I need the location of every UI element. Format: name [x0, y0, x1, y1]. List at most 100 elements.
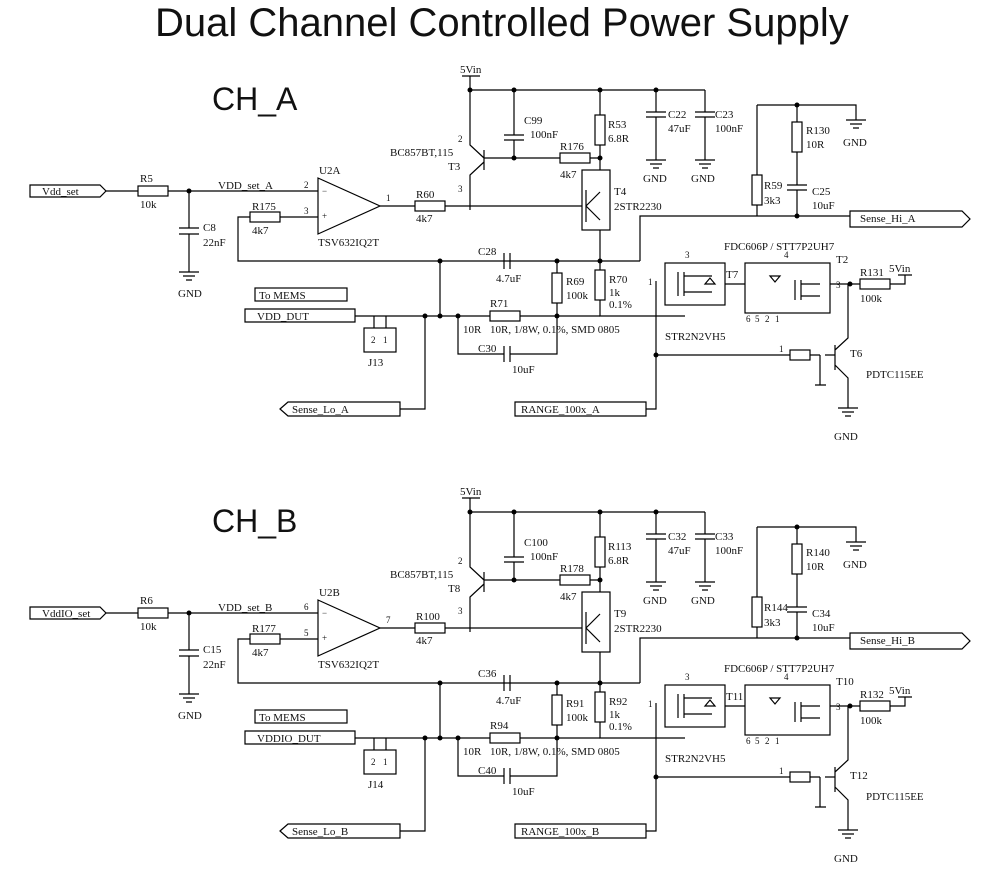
svg-text:6: 6 — [746, 314, 751, 324]
pin-out: 1 — [386, 193, 391, 203]
c-bulk-val: 47uF — [668, 123, 691, 135]
c-fb-ref: C36 — [478, 668, 497, 680]
c-fb-val: 4.7uF — [496, 273, 521, 285]
r-base-val: 4k7 — [416, 635, 433, 647]
r69-val: 100k — [566, 290, 589, 302]
resistor-r69 — [551, 694, 563, 726]
port-sense-lo — [279, 823, 401, 839]
c-bulk-val: 47uF — [668, 545, 691, 557]
resistor-r5 — [137, 607, 169, 619]
r-pnp-ref: R176 — [560, 141, 584, 153]
svg-text:3: 3 — [458, 184, 463, 194]
resistor-r70 — [594, 691, 606, 723]
gnd-label: GND — [834, 853, 858, 865]
r-base-ref: R100 — [416, 611, 440, 623]
port-in-label: VddIO_set — [42, 608, 90, 620]
svg-text:5: 5 — [755, 314, 760, 324]
channel-name: CH_A — [212, 81, 298, 117]
port-vdd-set — [29, 184, 107, 198]
port-lo-label: Sense_Lo_A — [292, 404, 349, 416]
svg-text:2: 2 — [765, 736, 770, 746]
pnp-part: BC857BT,115 — [390, 147, 454, 159]
svg-text:3: 3 — [685, 250, 690, 260]
transistor-t4 — [581, 591, 611, 653]
r-base-ref: R60 — [416, 189, 435, 201]
mos-p-part: FDC606P / STT7P2UH7 — [724, 663, 835, 675]
resistor-r176 — [559, 152, 591, 164]
mosfet-t7 — [664, 262, 726, 306]
gnd-label: GND — [643, 595, 667, 607]
pass-ref: T9 — [614, 608, 627, 620]
r-fb-val: 4k7 — [252, 225, 269, 237]
c-in-val: 22nF — [203, 659, 226, 671]
svg-text:1: 1 — [775, 736, 780, 746]
svg-text:5: 5 — [755, 736, 760, 746]
resistor-r53 — [594, 536, 606, 568]
pin-neg: 6 — [304, 602, 309, 612]
resistor-r130 — [791, 121, 803, 153]
r-series-val: 10R — [463, 746, 482, 758]
r-series-val: 10R — [463, 324, 482, 336]
channel-name: CH_B — [212, 503, 297, 539]
r-pnp-ref: R178 — [560, 563, 584, 575]
ctrl-ref: T12 — [850, 770, 868, 782]
svg-text:−: − — [322, 608, 327, 618]
transistor-t4 — [581, 169, 611, 231]
svg-text:+: + — [322, 211, 327, 221]
ctrl-part: PDTC115EE — [866, 791, 924, 803]
opamp-u2a — [317, 177, 382, 235]
resistor-r71 — [489, 732, 521, 744]
port-sense-lo — [279, 401, 401, 417]
svg-text:1: 1 — [383, 335, 388, 345]
r-in-ref: R5 — [140, 173, 153, 185]
resistor-r130 — [791, 543, 803, 575]
c-small-val: 100nF — [530, 551, 558, 563]
svg-text:1: 1 — [648, 699, 653, 709]
channel-a: CH_A Vdd_set R5 10k VDD_set_A C8 22nF GN… — [29, 64, 971, 443]
port-range — [514, 401, 647, 417]
ctrl-part: PDTC115EE — [866, 369, 924, 381]
svg-text:2: 2 — [371, 335, 376, 345]
supply-label: 5Vin — [889, 685, 911, 697]
r-series-ref: R71 — [490, 298, 508, 310]
port-dut — [244, 730, 356, 745]
c-series-ref: C30 — [478, 343, 497, 355]
c-div-ref: C25 — [812, 186, 831, 198]
svg-text:2: 2 — [458, 556, 463, 566]
r-sense-ref: R53 — [608, 119, 627, 131]
port-range — [514, 823, 647, 839]
svg-text:2: 2 — [765, 314, 770, 324]
port-sense-hi — [849, 210, 971, 228]
r-in-val: 10k — [140, 621, 157, 633]
r-base-val: 4k7 — [416, 213, 433, 225]
ctrl-ref: T6 — [850, 348, 863, 360]
r70-ref: R70 — [609, 274, 628, 286]
r-pnp-val: 4k7 — [560, 169, 577, 181]
resistor-r131 — [859, 278, 891, 290]
mos-p-part: FDC606P / STT7P2UH7 — [724, 241, 835, 253]
resistor-r59 — [751, 596, 763, 628]
port-range-label: RANGE_100x_B — [521, 826, 599, 838]
mos-n-part: STR2N2VH5 — [665, 331, 726, 343]
r-hi-ref: R130 — [806, 125, 830, 137]
port-range-label: RANGE_100x_A — [521, 404, 600, 416]
r-fb-val: 4k7 — [252, 647, 269, 659]
pass-part: 2STR2230 — [614, 201, 662, 213]
svg-text:2: 2 — [458, 134, 463, 144]
resistor-r60 — [414, 622, 446, 634]
pin-out: 7 — [386, 615, 391, 625]
gnd-label: GND — [843, 137, 867, 149]
pnp-ref: T8 — [448, 583, 461, 595]
r-fb-ref: R177 — [252, 623, 276, 635]
resistor-r131 — [859, 700, 891, 712]
c-bulk-ref: C22 — [668, 109, 686, 121]
mos-p-ref: T10 — [836, 676, 854, 688]
tag-mems-label: To MEMS — [259, 712, 306, 724]
port-lo-label: Sense_Lo_B — [292, 826, 348, 838]
r69-ref: R91 — [566, 698, 584, 710]
gnd-label: GND — [843, 559, 867, 571]
c-series-val: 10uF — [512, 364, 535, 376]
r-series-desc: 10R, 1/8W, 0.1%, SMD 0805 — [490, 324, 620, 336]
svg-text:6: 6 — [746, 736, 751, 746]
